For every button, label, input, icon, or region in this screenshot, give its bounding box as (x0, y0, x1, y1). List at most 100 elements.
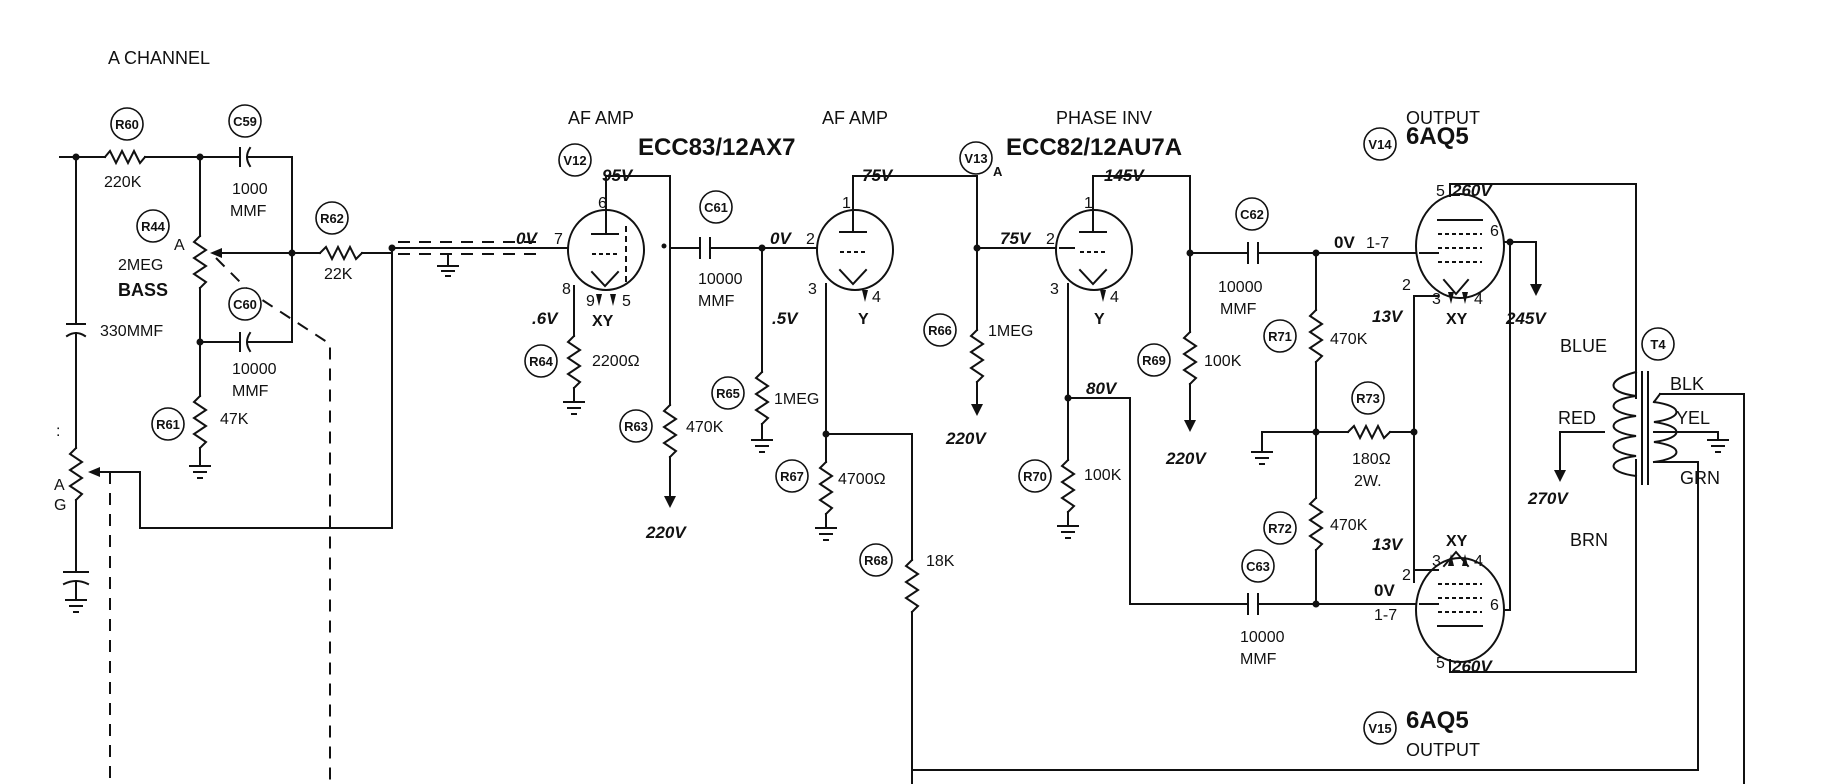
channel-title: A CHANNEL (108, 48, 210, 68)
stage-label-output-bottom: OUTPUT (1406, 740, 1480, 760)
v12-pin-h1: 9 (586, 293, 595, 310)
c63-ref: C63 (1246, 559, 1270, 574)
v12-ref-badge: V12 (558, 143, 592, 177)
v13b-pin-h: 4 (1110, 289, 1119, 306)
r68-label: R68 18K (859, 543, 955, 577)
r61-value: 47K (220, 411, 249, 428)
v15-pin-g2: 2 (1402, 567, 1411, 584)
r73-value-2: 2W. (1354, 473, 1382, 490)
c62-label: C62 10000 MMF (1218, 197, 1269, 318)
v12-pin-grid: 7 (554, 231, 563, 248)
tone-control-network (59, 146, 556, 784)
v15-pin-h2: 4 (1474, 553, 1483, 570)
r62-label: R62 22K (315, 201, 353, 283)
r63-value: 470K (686, 419, 724, 436)
r64-label: R64 2200Ω (524, 344, 640, 378)
v15-cath-voltage: 13V (1372, 535, 1404, 554)
v14-type-label: 6AQ5 (1406, 123, 1469, 150)
t4-ref: T4 (1650, 337, 1666, 352)
c59-value-2: MMF (230, 203, 267, 220)
partial-left-cut-1: A (54, 477, 65, 494)
r72-value: 470K (1330, 517, 1368, 534)
v15-plate-voltage: 260V (1451, 657, 1493, 676)
b-plus-3-voltage: 220V (1165, 449, 1207, 468)
v12-tube (554, 175, 645, 291)
stage-label-af-amp-1: AF AMP (568, 108, 634, 128)
v12-grid-voltage: 0V (516, 229, 538, 248)
r62-value: 22K (324, 266, 353, 283)
v13-type-label: ECC82/12AU7A (1006, 134, 1182, 161)
r71-ref: R71 (1268, 329, 1292, 344)
t4-transformer (1554, 370, 1745, 784)
stage-label-output-top: OUTPUT (1406, 108, 1480, 128)
v12-pin-cath: 8 (562, 281, 571, 298)
r69-label: R69 100K (1137, 343, 1242, 377)
partial-left-colon: : (56, 423, 60, 440)
v15-pin-h1: 3 (1432, 553, 1441, 570)
t4-lead-red: RED (1558, 408, 1596, 428)
v13-plate2-voltage: 145V (1104, 166, 1145, 185)
v15-pin-xy: XY (1446, 533, 1468, 550)
v13b-tube (1055, 175, 1133, 291)
v13-section-label: A (993, 164, 1003, 179)
v13-grid2-voltage: 75V (1000, 229, 1032, 248)
v13b-pin-plate: 1 (1084, 195, 1093, 212)
r66-label: R66 1MEG (923, 313, 1033, 347)
partial-left-cut-2: G (54, 497, 66, 514)
c59-label: C59 1000 MMF (228, 104, 268, 220)
v15-tube (1415, 550, 1505, 663)
c63-value-1: 10000 (1240, 629, 1285, 646)
v13a-pin-grid: 2 (806, 231, 815, 248)
v12-ref-text: V12 (563, 153, 586, 168)
v12-pin-plate: 6 (598, 195, 607, 212)
r70-value: 100K (1084, 467, 1122, 484)
v15-pin-plate: 6 (1490, 597, 1499, 614)
r72-label: R72 470K (1263, 511, 1368, 545)
v15-pin-grid: 1-7 (1374, 607, 1397, 624)
r73-ref: R73 (1356, 391, 1380, 406)
v12-plate-voltage: 95V (602, 166, 634, 185)
v13-cath1-voltage: .5V (772, 309, 799, 328)
r67-ref: R67 (780, 469, 804, 484)
r44-name: BASS (118, 280, 168, 300)
r69-value: 100K (1204, 353, 1242, 370)
v14-screen-voltage: 245V (1505, 309, 1547, 328)
v13b-pin-cath: 3 (1050, 281, 1059, 298)
v13a-pin-h: 4 (872, 289, 881, 306)
c60-ref: C60 (233, 297, 257, 312)
v13b-pin-y: Y (1094, 311, 1105, 328)
v13-grid1-voltage: 0V (770, 229, 792, 248)
v14-pin-grid: 1-7 (1366, 235, 1389, 252)
v14-pin-g2: 2 (1402, 277, 1411, 294)
c61-label: C61 10000 MMF (698, 190, 743, 310)
c63-label: C63 10000 MMF (1240, 549, 1285, 668)
v13a-pin-cath: 3 (808, 281, 817, 298)
v13b-pin-grid: 2 (1046, 231, 1055, 248)
r65-ref: R65 (716, 386, 740, 401)
r64-value: 2200Ω (592, 353, 640, 370)
v13-ref-text: V13 (964, 151, 987, 166)
c60-label: C60 10000 MMF (228, 287, 277, 400)
v14-pin-screen: 5 (1436, 183, 1445, 200)
v15-ref-text: V15 (1368, 721, 1391, 736)
c62-ref: C62 (1240, 207, 1264, 222)
v14-pin-h1: 3 (1432, 291, 1441, 308)
r63-ref: R63 (624, 419, 648, 434)
r71-label: R71 470K (1263, 319, 1368, 353)
v13a-pin-plate: 1 (842, 195, 851, 212)
v14-cath-voltage: 13V (1372, 307, 1404, 326)
stage-label-af-amp-2: AF AMP (822, 108, 888, 128)
r61-label: R61 47K (151, 407, 249, 441)
r62-ref: R62 (320, 211, 344, 226)
c62-value-1: 10000 (1218, 279, 1263, 296)
t4-lead-brn: BRN (1570, 530, 1608, 550)
t4-ct-voltage: 270V (1527, 489, 1569, 508)
r67-label: R67 4700Ω (775, 459, 886, 493)
b-plus-1-voltage: 220V (645, 523, 687, 542)
r70-label: R70 100K (1018, 459, 1122, 493)
t4-ref-badge: T4 (1641, 327, 1675, 361)
c59-value-1: 1000 (232, 181, 268, 198)
v14-pin-xy: XY (1446, 311, 1468, 328)
v13a-tube (816, 175, 894, 291)
